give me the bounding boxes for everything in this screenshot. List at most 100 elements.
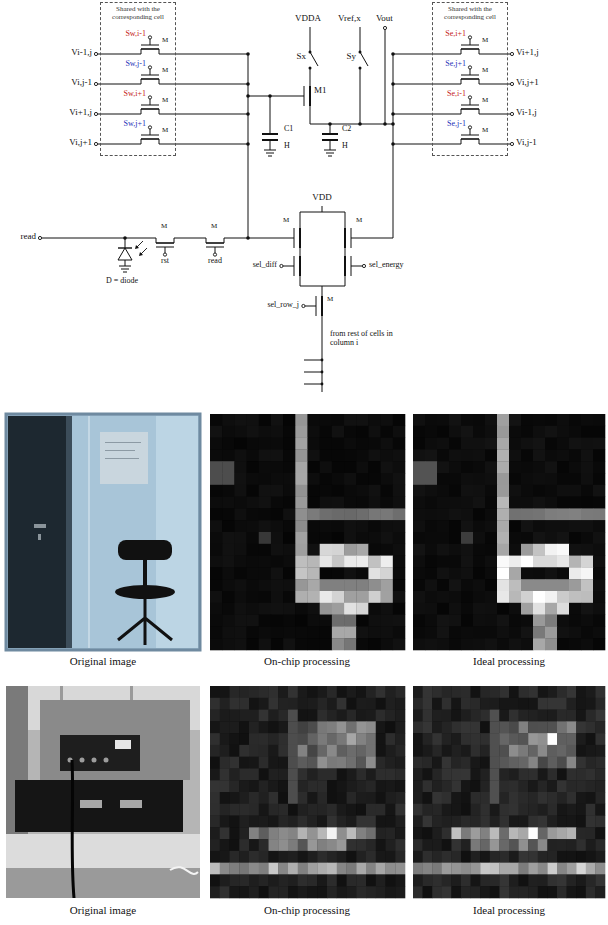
terminal: [38, 236, 41, 239]
image-cell: [509, 721, 519, 733]
image-cell: [320, 532, 332, 544]
image-cell: [332, 556, 344, 568]
wire: [310, 27, 311, 52]
image-cell: [295, 556, 307, 568]
image-cell: [423, 710, 433, 722]
image-cell: [259, 426, 271, 438]
image-cell: [576, 863, 586, 875]
image-cell: [366, 874, 376, 886]
image-cell: [259, 721, 269, 733]
image-cell: [545, 520, 557, 532]
image-cell: [356, 851, 366, 863]
image-cell: [581, 497, 593, 509]
transistor-symbol: [461, 78, 479, 80]
image-cell: [569, 579, 581, 591]
wire: [248, 96, 304, 97]
image-cell: [485, 579, 497, 591]
image-cell: [432, 886, 442, 898]
image-cell: [480, 721, 490, 733]
image-cell: [423, 886, 433, 898]
image-cell: [480, 816, 490, 828]
image-cell: [347, 710, 357, 722]
image-cell: [249, 827, 259, 839]
image-cell: [509, 686, 519, 698]
image-cell: [259, 556, 271, 568]
image-cell: [528, 757, 538, 769]
wire: [270, 96, 271, 134]
image-cell: [320, 591, 332, 603]
image-cell: [332, 473, 344, 485]
image-cell: [586, 886, 596, 898]
image-cell: [437, 638, 449, 650]
image-cell: [581, 603, 593, 615]
image-cell: [509, 532, 521, 544]
image-cell: [576, 839, 586, 851]
image-cell: [473, 544, 485, 556]
image-cell: [538, 721, 548, 733]
image-cell: [473, 485, 485, 497]
image-cell: [366, 768, 376, 780]
image-cell: [220, 827, 230, 839]
image-cell: [569, 426, 581, 438]
image-cell: [269, 686, 279, 698]
image-cell: [283, 626, 295, 638]
image-cell: [497, 532, 509, 544]
image-cell: [521, 532, 533, 544]
image-cell: [509, 792, 519, 804]
image-cell: [519, 686, 529, 698]
image-cell: [386, 780, 396, 792]
image-cell: [576, 874, 586, 886]
image-cell: [567, 863, 577, 875]
image-cell: [210, 827, 220, 839]
image-cell: [461, 426, 473, 438]
photo-instrument: [15, 780, 183, 832]
image-cell: [327, 886, 337, 898]
image-cell: [547, 886, 557, 898]
image-cell: [413, 686, 605, 898]
image-cell: [490, 768, 500, 780]
image-cell: [519, 874, 529, 886]
image-cell: [451, 851, 461, 863]
image-cell: [413, 804, 423, 816]
image-cell: [533, 556, 545, 568]
image-cell: [356, 686, 366, 698]
photo-door: [8, 416, 66, 648]
image-cell: [595, 839, 605, 851]
image-cell: [437, 626, 449, 638]
image-cell: [437, 520, 449, 532]
image-cell: [210, 461, 222, 473]
image-cell: [222, 591, 234, 603]
image-cell: [271, 544, 283, 556]
image-cell: [393, 497, 405, 509]
image-cell: [308, 497, 320, 509]
image-cell: [569, 544, 581, 556]
image-cell: [519, 757, 529, 769]
image-cell: [557, 449, 569, 461]
image-cell: [423, 745, 433, 757]
image-cell: [533, 438, 545, 450]
image-cell: [509, 874, 519, 886]
image-cell: [473, 438, 485, 450]
image-cell: [210, 449, 222, 461]
image-cell: [547, 804, 557, 816]
transistor-symbol: [299, 256, 301, 276]
image-cell: [451, 768, 461, 780]
image-cell: [249, 886, 259, 898]
image-cell: [278, 827, 288, 839]
image-cell: [344, 579, 356, 591]
image-cell: [449, 567, 461, 579]
image-cell: [259, 698, 269, 710]
photo-knob: [80, 758, 85, 763]
photo-frame: [6, 414, 200, 650]
image-cell: [381, 532, 393, 544]
image-cell: [210, 757, 220, 769]
image-cell: [432, 851, 442, 863]
image-cell: [442, 757, 452, 769]
image-cell: [308, 544, 320, 556]
image-cell: [545, 438, 557, 450]
image-cell: [461, 710, 471, 722]
transistor-label: M: [211, 223, 217, 231]
image-cell: [247, 532, 259, 544]
image-cell: [368, 638, 380, 650]
image-cell: [395, 827, 405, 839]
